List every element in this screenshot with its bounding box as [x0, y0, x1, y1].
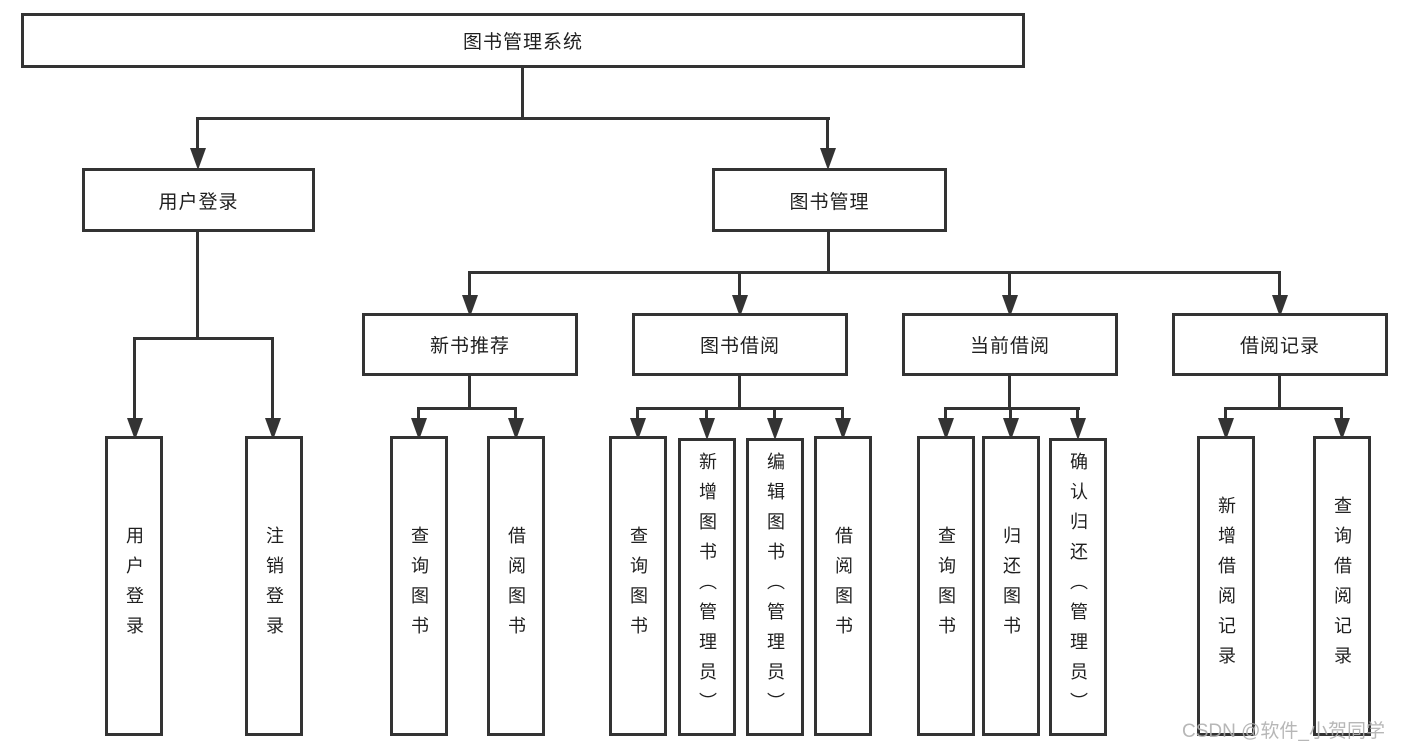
leaf-br-query-record-label: 查询借阅记录 [1332, 496, 1352, 676]
leaf-cb-return-books: 归还图书 [982, 436, 1040, 736]
node-borrowing-records-label: 借阅记录 [1239, 336, 1320, 357]
arrow-to-br-query [1333, 407, 1350, 440]
arrow-to-new-book-rec [461, 271, 478, 317]
node-book-management-label: 图书管理 [789, 191, 870, 213]
leaf-user-login-label: 用户登录 [124, 526, 144, 646]
connector-new-book-rec-stem [468, 376, 471, 409]
connector-user-login-split [133, 337, 274, 340]
arrow-to-bb-edit [766, 407, 783, 440]
node-user-login-label: 用户登录 [158, 191, 239, 213]
connector-book-borrow-stem [738, 376, 741, 409]
leaf-br-add-record: 新增借阅记录 [1197, 436, 1255, 736]
leaf-cb-confirm-return-admin: 确认归还（管理员） [1049, 438, 1107, 736]
leaf-br-query-record: 查询借阅记录 [1313, 436, 1371, 736]
leaf-bb-borrow-books-label: 借阅图书 [833, 526, 853, 646]
node-current-borrowing: 当前借阅 [902, 313, 1118, 376]
arrow-to-cb-confirm [1069, 407, 1086, 440]
node-user-login: 用户登录 [82, 168, 315, 232]
leaf-cb-return-books-label: 归还图书 [1001, 526, 1021, 646]
arrow-to-cb-return [1002, 407, 1019, 440]
leaf-nbr-query-books: 查询图书 [390, 436, 448, 736]
leaf-bb-query-books: 查询图书 [609, 436, 667, 736]
leaf-bb-add-books-admin-label: 新增图书（管理员） [697, 452, 717, 722]
connector-root-split [196, 117, 830, 120]
arrow-to-user-login [189, 117, 206, 170]
arrow-to-leaf-logout [264, 337, 281, 440]
leaf-bb-borrow-books: 借阅图书 [814, 436, 872, 736]
csdn-watermark: CSDN @软件_小贺同学 [1182, 721, 1385, 742]
node-new-book-recommend: 新书推荐 [362, 313, 578, 376]
connector-borrow-records-stem [1278, 376, 1281, 409]
connector-root-stem [521, 68, 524, 119]
leaf-bb-query-books-label: 查询图书 [628, 526, 648, 646]
connector-book-borrow-split [636, 407, 844, 410]
arrow-to-br-add [1217, 407, 1234, 440]
node-book-management: 图书管理 [712, 168, 947, 232]
arrow-to-leaf-user-login [126, 337, 143, 440]
leaf-logout-login: 注销登录 [245, 436, 303, 736]
node-root-label: 图书管理系统 [462, 32, 583, 53]
node-new-book-recommend-label: 新书推荐 [429, 336, 510, 357]
connector-book-mgmt-split [468, 271, 1281, 274]
node-borrowing-records: 借阅记录 [1172, 313, 1388, 376]
connector-new-book-rec-split [417, 407, 517, 410]
leaf-nbr-borrow-books: 借阅图书 [487, 436, 545, 736]
leaf-br-add-record-label: 新增借阅记录 [1216, 496, 1236, 676]
arrow-to-book-borrow [731, 271, 748, 317]
arrow-to-bb-query [629, 407, 646, 440]
leaf-bb-add-books-admin: 新增图书（管理员） [678, 438, 736, 736]
arrow-to-current-borrow [1001, 271, 1018, 317]
arrow-to-nbr-query [410, 407, 427, 440]
node-book-borrowing: 图书借阅 [632, 313, 848, 376]
arrow-to-nbr-borrow [507, 407, 524, 440]
leaf-logout-login-label: 注销登录 [264, 526, 284, 646]
leaf-bb-edit-books-admin: 编辑图书（管理员） [746, 438, 804, 736]
leaf-nbr-query-books-label: 查询图书 [409, 526, 429, 646]
arrow-to-cb-query [937, 407, 954, 440]
arrow-to-book-mgmt [819, 117, 836, 170]
connector-user-login-stem [196, 232, 199, 339]
arrow-to-bb-add [698, 407, 715, 440]
leaf-cb-confirm-return-admin-label: 确认归还（管理员） [1068, 452, 1088, 722]
node-root: 图书管理系统 [21, 13, 1025, 68]
arrow-to-bb-borrow [834, 407, 851, 440]
leaf-nbr-borrow-books-label: 借阅图书 [506, 526, 526, 646]
node-book-borrowing-label: 图书借阅 [699, 336, 780, 357]
node-current-borrowing-label: 当前借阅 [969, 336, 1050, 357]
connector-book-mgmt-stem [827, 232, 830, 273]
leaf-cb-query-books: 查询图书 [917, 436, 975, 736]
leaf-cb-query-books-label: 查询图书 [936, 526, 956, 646]
connector-borrow-records-split [1224, 407, 1342, 410]
connector-current-borrow-split [944, 407, 1080, 410]
leaf-bb-edit-books-admin-label: 编辑图书（管理员） [765, 452, 785, 722]
connector-current-borrow-stem [1008, 376, 1011, 409]
leaf-user-login: 用户登录 [105, 436, 163, 736]
arrow-to-borrow-records [1271, 271, 1288, 317]
